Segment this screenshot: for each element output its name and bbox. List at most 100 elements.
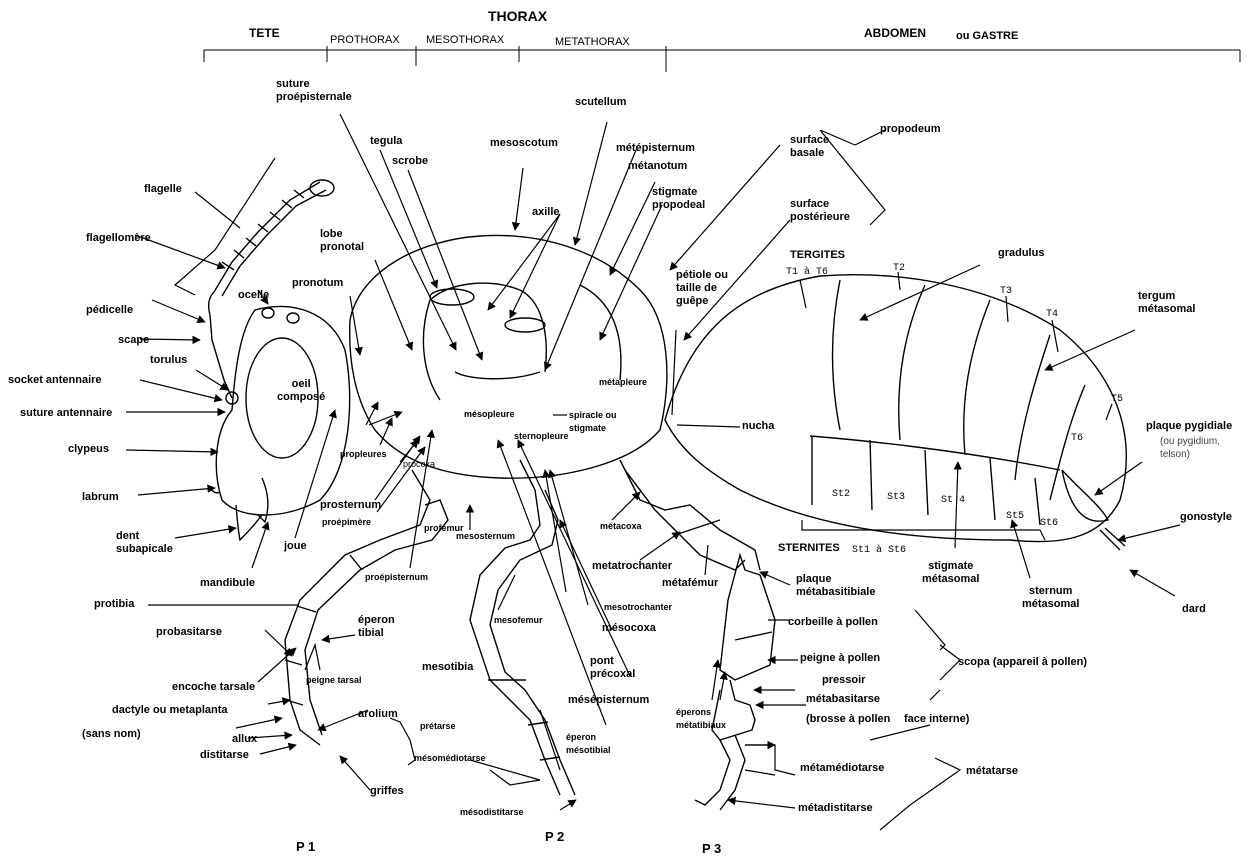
label-metathorax: METATHORAX: [555, 36, 630, 49]
label-torulus: torulus: [150, 354, 187, 367]
label-metamediotarse: métamédiotarse: [800, 762, 884, 775]
label-st6: St6: [1040, 517, 1058, 530]
label-mesotrochanter: mesotrochanter: [604, 601, 672, 614]
label-mesoscotum: mesoscotum: [490, 137, 558, 150]
label-dactyle: dactyle ou metaplanta: [112, 704, 228, 717]
label-scrobe: scrobe: [392, 155, 428, 168]
label-abdomen: ABDOMEN: [864, 27, 926, 40]
label-mesopleure: mésopleure: [464, 408, 515, 421]
label-metabasitarse: métabasitarse: [806, 693, 880, 706]
label-metafemur: métafémur: [662, 577, 718, 590]
label-abdomen-alt: ou GASTRE: [956, 30, 1018, 43]
label-metapleure: métapleure: [599, 376, 647, 389]
label-pressoir: pressoir: [822, 674, 865, 687]
label-socket-antennaire: socket antennaire: [8, 374, 102, 387]
label-allux: allux: [232, 733, 257, 746]
label-metanotum: métanotum: [628, 160, 687, 173]
label-nucha: nucha: [742, 420, 774, 433]
label-scutellum: scutellum: [575, 96, 626, 109]
label-proepisternum: proépisternum: [365, 571, 428, 584]
label-stigmate-metasomal: stigmatemétasomal: [922, 560, 979, 586]
label-mesodistitarse: mésodistitarse: [460, 806, 524, 819]
label-tegula: tegula: [370, 135, 402, 148]
label-tergites: TERGITES: [790, 249, 845, 262]
label-flagellomere: flagellomère: [86, 232, 151, 245]
label-face-interne: face interne): [904, 713, 969, 726]
label-protibia: protibia: [94, 598, 134, 611]
label-st4: St 4: [941, 494, 965, 507]
section-brackets: [204, 46, 1240, 72]
label-st2: St2: [832, 488, 850, 501]
label-pretarse: prétarse: [420, 720, 456, 733]
label-peigne-pollen: peigne à pollen: [800, 652, 880, 665]
label-t2: T2: [893, 262, 905, 275]
label-encoche-tarsale: encoche tarsale: [172, 681, 255, 694]
label-p3: P 3: [702, 842, 721, 855]
label-pronotum: pronotum: [292, 277, 343, 290]
label-propodeum: propodeum: [880, 123, 941, 136]
label-metatrochanter: metatrochanter: [592, 560, 672, 573]
label-t1-t6: T1 à T6: [786, 266, 828, 279]
label-st5: St5: [1006, 510, 1024, 523]
antenna: [209, 180, 334, 404]
label-t6: T6: [1071, 432, 1083, 445]
label-p1: P 1: [296, 840, 315, 853]
label-t4: T4: [1046, 308, 1058, 321]
label-procoxa: procoxa: [403, 458, 435, 471]
label-prosternum: prosternum: [320, 499, 381, 512]
label-distitarse: distitarse: [200, 749, 249, 762]
label-labrum: labrum: [82, 491, 119, 504]
label-scopa: scopa (appareil à pollen): [958, 656, 1087, 669]
label-scape: scape: [118, 334, 149, 347]
label-t3: T3: [1000, 285, 1012, 298]
label-t5: T5: [1111, 393, 1123, 406]
label-pedicelle: pédicelle: [86, 304, 133, 317]
bee-body-outline: [209, 180, 1127, 810]
label-griffes: griffes: [370, 785, 404, 798]
label-sternopleure: sternopleure: [514, 430, 569, 443]
label-dard: dard: [1182, 603, 1206, 616]
label-mesotibia: mesotibia: [422, 661, 473, 674]
label-metacoxa: métacoxa: [600, 520, 642, 533]
label-ocelle: ocelle: [238, 289, 269, 302]
label-flagelle: flagelle: [144, 183, 182, 196]
label-mesofemur: mesofemur: [494, 614, 543, 627]
label-arolium: arolium: [358, 708, 398, 721]
label-gonostyle: gonostyle: [1180, 511, 1232, 524]
label-metepisternum: métépisternum: [616, 142, 695, 155]
hindleg: [620, 460, 775, 810]
label-mesothorax: MESOTHORAX: [426, 34, 504, 47]
leader-lines: [126, 114, 1180, 830]
label-mesocoxa: mésocoxa: [602, 622, 656, 635]
mandible: [236, 505, 262, 540]
label-eperon-mesotibial: éperonmésotibial: [566, 731, 611, 757]
label-sternites: STERNITES: [778, 542, 840, 555]
label-brosse: (brosse à pollen: [806, 713, 890, 726]
label-plaque-pygidiale: plaque pygidiale: [1146, 420, 1232, 433]
label-peigne-tarsal: peigne tarsal: [306, 674, 362, 687]
label-clypeus: clypeus: [68, 443, 109, 456]
label-st3: St3: [887, 491, 905, 504]
label-proepimere: proépimère: [322, 516, 371, 529]
label-st1-st6: St1 à St6: [852, 544, 906, 557]
label-pygidium: (ou pygidium,telson): [1160, 435, 1220, 461]
label-joue: joue: [284, 540, 307, 553]
label-mesepisternum: mésépisternum: [568, 694, 649, 707]
label-propleures: propleures: [340, 448, 387, 461]
label-thorax: THORAX: [488, 10, 547, 23]
label-sans-nom: (sans nom): [82, 728, 141, 741]
midleg: [470, 460, 575, 795]
label-suture-antennaire: suture antennaire: [20, 407, 112, 420]
label-corbeille: corbeille à pollen: [788, 616, 878, 629]
